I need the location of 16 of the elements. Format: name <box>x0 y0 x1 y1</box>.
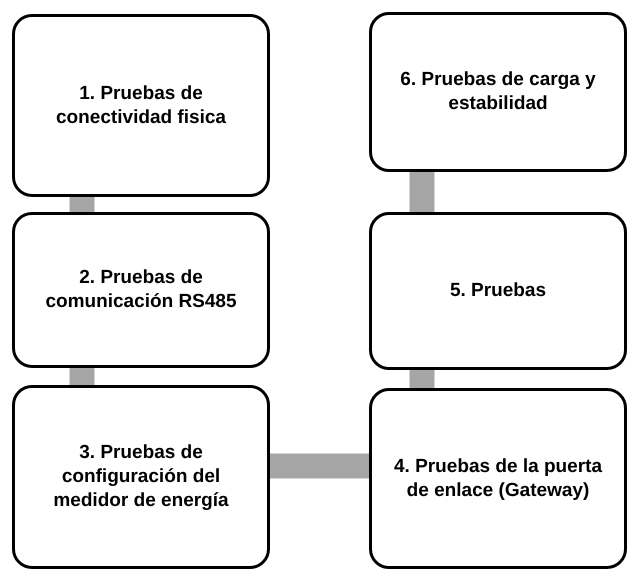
process-box <box>369 388 627 569</box>
connector-bar <box>270 454 369 478</box>
step-label: 1. Pruebas de conectividad fisica <box>54 82 227 130</box>
process-box <box>12 14 270 197</box>
step-label: 6. Pruebas de carga y estabilidad <box>399 68 597 116</box>
process-box <box>12 212 270 368</box>
step-label: 2. Pruebas de comunicación RS485 <box>44 266 238 314</box>
connector-bar <box>70 197 94 212</box>
process-box <box>369 212 627 370</box>
step-label: 3. Pruebas de configuración del medidor de energía <box>52 441 230 513</box>
process-box <box>12 385 270 569</box>
step-label: 4. Pruebas de la puerta de enlace (Gateway) <box>392 454 604 502</box>
process-box <box>369 12 627 172</box>
connector-bar <box>410 370 434 388</box>
step-label: 5. Pruebas <box>450 279 546 303</box>
connector-bar <box>70 368 94 385</box>
